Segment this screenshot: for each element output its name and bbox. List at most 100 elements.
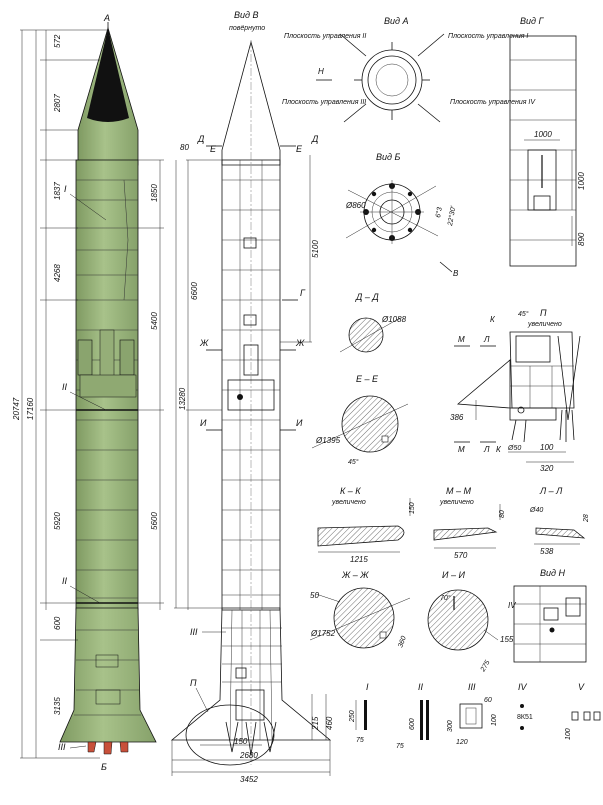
dim-80-m: 80	[499, 510, 506, 518]
plane-2-label: Плоскость управления II	[284, 33, 366, 40]
sec-ll-title: Л – Л	[539, 486, 563, 496]
dim-215: 215	[311, 716, 320, 731]
detail-i-title: I	[366, 682, 369, 692]
view-n-title: Вид Н	[540, 568, 565, 578]
dim-diam-50: Ø50	[507, 445, 521, 452]
dim-28: 28	[583, 514, 590, 523]
dim-150: 150	[234, 737, 248, 746]
dim-386: 386	[450, 413, 464, 422]
callout-roman-1: I	[64, 184, 67, 194]
nozzle	[87, 741, 97, 753]
dim-572: 572	[53, 34, 62, 48]
dim-6600: 6600	[190, 282, 199, 300]
detail-iv-title: IV	[518, 682, 528, 692]
sec-kk-title: К – К	[340, 486, 361, 496]
sec-dd-title: Д – Д	[355, 292, 379, 302]
dim-5920: 5920	[53, 512, 62, 530]
dim-1850: 1850	[150, 184, 159, 202]
angle-22-30: 22°30'	[446, 205, 458, 227]
callout-roman-4: IV	[508, 601, 516, 610]
dim-60: 60	[484, 697, 492, 704]
cut-l-bottom: Л	[483, 445, 490, 454]
angle-70: 70°	[440, 594, 451, 602]
nozzle	[119, 741, 129, 753]
detail-ii: II 600 75	[396, 682, 429, 750]
dim-2807: 2807	[53, 94, 62, 113]
cut-d-right: Д	[311, 134, 319, 144]
stamp-8k51: 8К51	[517, 714, 533, 721]
dim-5400: 5400	[150, 312, 159, 330]
dim-1837: 1837	[53, 182, 62, 200]
dim-3452: 3452	[240, 775, 258, 784]
dim-diam-1088: Ø1088	[381, 315, 407, 324]
view-p-enlarged: П увеличено М Л К 45° М Л К 386 Ø5	[450, 308, 581, 473]
detail-v-title: V	[578, 682, 585, 692]
dim-5600: 5600	[150, 512, 159, 530]
dim-250: 250	[349, 710, 356, 723]
sec-kk-enlarged: увеличено	[331, 499, 366, 506]
cut-e-right: Е	[296, 144, 303, 154]
dim-890: 890	[577, 232, 586, 246]
view-a-title: Вид А	[384, 16, 409, 26]
view-p-title: П	[540, 308, 547, 318]
direction-h: Н	[318, 67, 324, 76]
dim-diam-860: Ø860	[345, 201, 366, 210]
dim-75-ii: 75	[396, 743, 404, 750]
dim-300: 300	[447, 720, 454, 732]
section-l-l: Л – Л Ø40 28 538	[529, 486, 590, 556]
view-marker-a: А	[103, 13, 110, 23]
view-b: Вид Б Ø860 6°3 22°30' В	[345, 152, 459, 278]
dim-100-iii: 100	[491, 714, 498, 726]
dim-1215: 1215	[350, 555, 368, 564]
dim-1000-g: 1000	[534, 130, 552, 139]
detail-ii-title: II	[418, 682, 424, 692]
view-v-subtitle: повёрнуто	[229, 25, 265, 32]
dim-diam-1752: Ø1752	[310, 629, 336, 638]
dim-320: 320	[540, 464, 554, 473]
view-g: Вид Г 1000 1000 890	[509, 16, 586, 267]
dim-13280: 13280	[178, 387, 187, 410]
angle-45-p: 45°	[518, 310, 529, 318]
rocket-side-view-colored: А Б I II II III	[12, 13, 164, 772]
plane-1-label: Плоскость управления I	[448, 33, 528, 40]
direction-b: В	[453, 269, 459, 278]
dim-3135: 3135	[53, 697, 62, 715]
cut-g: Г	[300, 288, 306, 298]
nose-tip	[87, 28, 129, 122]
angle-6-3: 6°3	[434, 206, 444, 218]
cut-zh-left: Ж	[199, 338, 209, 348]
section-zh-zh: Ж – Ж 50 Ø1752 360	[309, 570, 411, 649]
cut-k-top: К	[490, 315, 496, 324]
sec-mm-title: М – М	[446, 486, 472, 496]
dim-155: 155	[500, 635, 514, 644]
dim-538: 538	[540, 547, 554, 556]
dim-5100: 5100	[311, 240, 320, 258]
view-p-enlarged: увеличено	[527, 321, 562, 328]
callout-roman-2b: II	[62, 576, 68, 586]
dim-275: 275	[479, 659, 491, 674]
section-e-e: Е – Е Ø1395 45°	[311, 374, 409, 466]
cut-d-left: Д	[197, 134, 205, 144]
dim-diam-1395: Ø1395	[315, 436, 341, 445]
rocket-view-v-outline: Вид В повёрнуто	[170, 10, 334, 784]
view-g-title: Вид Г	[520, 16, 544, 26]
dim-17160: 17160	[26, 397, 35, 420]
section-k-k: К – К увеличено 1215 150	[317, 486, 416, 564]
cut-m-top: М	[458, 335, 465, 344]
dim-120: 120	[456, 739, 468, 746]
dim-150-k: 150	[409, 502, 416, 514]
cut-l-top: Л	[483, 335, 490, 344]
callout-roman-3: III	[58, 742, 66, 752]
detail-iv: IV 8К51	[517, 682, 533, 730]
section-i-i: И – И 70° 155 275	[427, 570, 514, 674]
dim-80: 80	[180, 143, 189, 152]
view-v-title: Вид В	[234, 10, 259, 20]
plane-3-label: Плоскость управления III	[282, 99, 366, 106]
dim-600: 600	[53, 616, 62, 630]
nozzle	[103, 741, 113, 755]
detail-v: V 100	[565, 682, 601, 740]
cut-e-left: Е	[210, 144, 217, 154]
dim-600-ii: 600	[409, 718, 416, 730]
